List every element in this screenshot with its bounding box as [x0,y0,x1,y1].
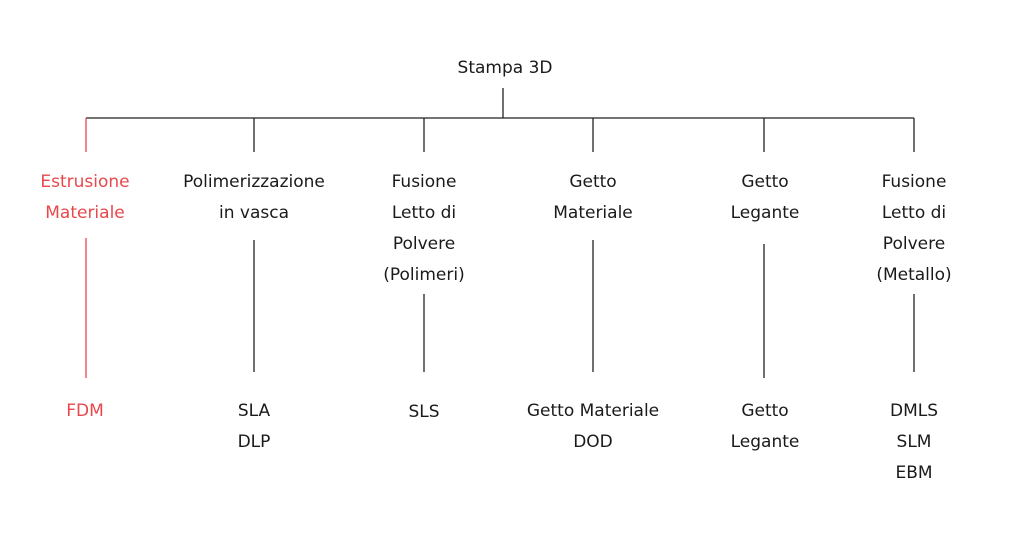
tech-item: SLA [237,401,271,421]
tech-item: EBM [895,463,933,483]
root-label: Stampa 3D [457,58,553,78]
category-title-line: Letto di [391,203,457,223]
tech-list-polimerizzazione: SLA DLP [238,396,271,458]
category-polimerizzazione: Polimerizzazione in vasca [183,167,325,229]
tech-item: Getto Materiale [526,401,660,421]
category-title-line: Fusione [881,172,947,192]
tech-list-getto-materiale: Getto Materiale DOD [527,396,659,458]
category-title-line: Polvere [392,234,456,254]
category-title-line: Fusione [391,172,457,192]
tech-list-getto-legante: Getto Legante [731,396,800,458]
tech-list-fusione-metallo: DMLS SLM EBM [890,396,938,489]
category-title-line: (Metallo) [876,265,952,285]
tech-list-estrusione: FDM [66,396,104,427]
category-estrusione: Estrusione Materiale [40,167,129,229]
tech-item: DLP [237,432,271,452]
category-title-line: Getto [569,172,617,192]
tech-item: FDM [66,401,104,421]
tech-item: DMLS [889,401,939,421]
category-getto-materiale: Getto Materiale [553,167,633,229]
category-fusione-metallo: Fusione Letto di Polvere (Metallo) [876,167,951,291]
category-title-line: in vasca [218,203,289,223]
tech-item: Getto [741,401,789,421]
tech-item: SLM [896,432,932,452]
category-title-line: (Polimeri) [383,265,465,285]
category-title-line: Polvere [882,234,946,254]
tech-list-fusione-polimeri: SLS [408,397,439,428]
tech-item: Legante [730,432,800,452]
root-node: Stampa 3D [458,53,553,84]
category-fusione-polimeri: Fusione Letto di Polvere (Polimeri) [383,167,465,291]
category-title-line: Getto [741,172,789,192]
category-title-line: Legante [730,203,800,223]
tech-item: DOD [573,432,613,452]
tech-item: SLS [408,402,440,422]
category-title-line: Materiale [45,203,125,223]
category-title-line: Polimerizzazione [183,172,325,192]
category-title-line: Materiale [553,203,633,223]
category-title-line: Letto di [881,203,947,223]
category-getto-legante: Getto Legante [731,167,800,229]
category-title-line: Estrusione [40,172,130,192]
